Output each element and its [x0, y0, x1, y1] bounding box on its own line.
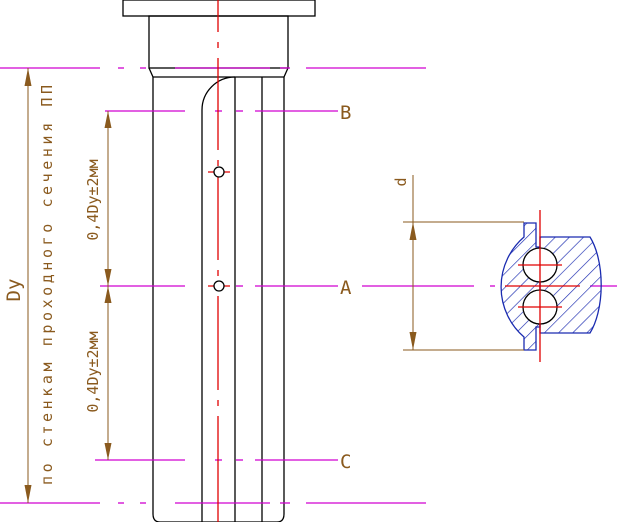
dy-label: Dy: [3, 279, 25, 302]
tube-body: [122, 0, 316, 522]
d-label: d: [392, 177, 410, 186]
upper-offset-label: 0,4Dy±2мм: [84, 159, 102, 240]
middle-hole: [213, 280, 225, 292]
section-a-label: A: [340, 277, 352, 299]
wall-note-label: по стенкам проходного сечения ПП: [38, 85, 56, 485]
channel-left-wall: [201, 76, 236, 522]
lower-offset-label: 0,4Dy±2мм: [84, 331, 102, 412]
tube-bottom: [152, 513, 285, 522]
section-letters: B A C: [340, 102, 352, 473]
upper-hole: [213, 166, 225, 178]
section-c-label: C: [340, 451, 351, 473]
sample-holes: [208, 166, 230, 292]
top-flange: [122, 0, 316, 17]
offset-dimensions: 0,4Dy±2мм 0,4Dy±2мм: [84, 111, 112, 460]
cross-section-view: d: [362, 175, 617, 362]
section-b-label: B: [340, 102, 351, 124]
dy-dimension: Dy по стенкам проходного сечения ПП: [3, 68, 56, 503]
level-lines: [0, 67, 426, 504]
